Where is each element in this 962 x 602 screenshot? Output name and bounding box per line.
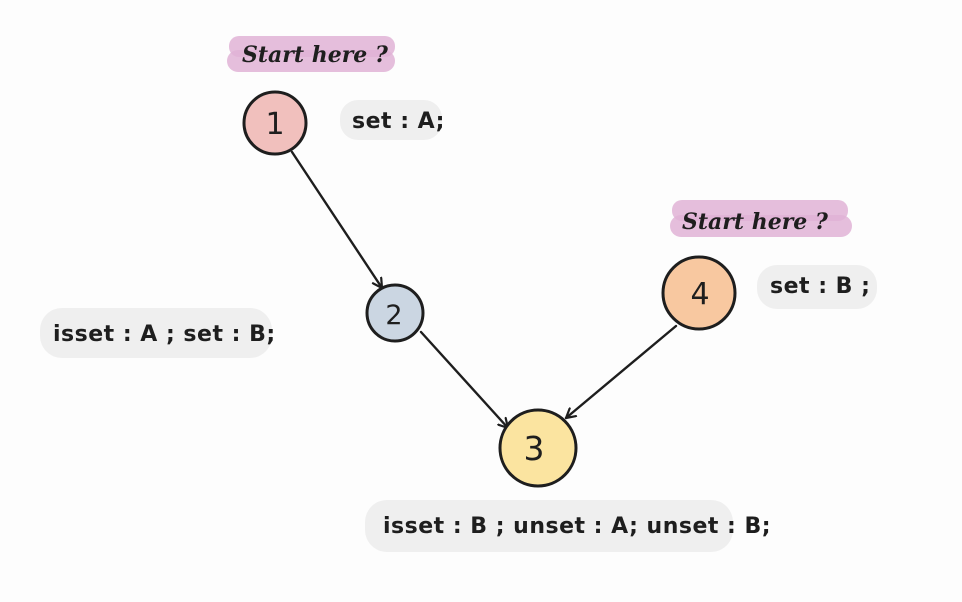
node-4[interactable]: 4 — [661, 255, 737, 331]
node-circle[interactable] — [661, 255, 737, 331]
note-text: isset : A ; set : B; — [53, 322, 276, 347]
edge-1-to-2[interactable] — [290, 150, 384, 290]
node-circle[interactable] — [365, 283, 425, 343]
start-annotation-node-1: Start here ? — [227, 36, 395, 72]
node-label: 3 — [524, 429, 545, 468]
note-background — [40, 308, 272, 358]
node-label: 2 — [385, 300, 402, 331]
note-background — [757, 265, 877, 309]
edge-4-to-3[interactable] — [564, 324, 678, 420]
start-here-label: Start here ? — [682, 209, 829, 235]
note-node-1: set : A; — [340, 100, 445, 140]
node-1[interactable]: 1 — [242, 90, 308, 156]
highlight-marker — [227, 50, 395, 72]
note-node-4: set : B ; — [757, 265, 877, 309]
node-label: 4 — [690, 277, 709, 312]
highlight-marker — [670, 215, 852, 237]
note-node-2: isset : A ; set : B; — [40, 308, 276, 358]
note-background — [365, 500, 733, 552]
note-background — [340, 100, 442, 140]
node-label: 1 — [265, 107, 284, 142]
edge-2-to-3[interactable] — [419, 330, 510, 430]
note-text: set : A; — [352, 109, 445, 134]
edges — [290, 150, 678, 430]
node-circle[interactable] — [498, 408, 578, 488]
node-circle[interactable] — [242, 90, 308, 156]
node-2[interactable]: 2 — [365, 283, 425, 343]
note-text: isset : B ; unset : A; unset : B; — [383, 514, 771, 539]
node-3[interactable]: 3 — [498, 408, 578, 488]
start-annotation-node-4: Start here ? — [670, 200, 852, 237]
note-node-3: isset : B ; unset : A; unset : B; — [365, 500, 771, 552]
start-here-label: Start here ? — [242, 42, 389, 68]
note-text: set : B ; — [770, 274, 870, 299]
